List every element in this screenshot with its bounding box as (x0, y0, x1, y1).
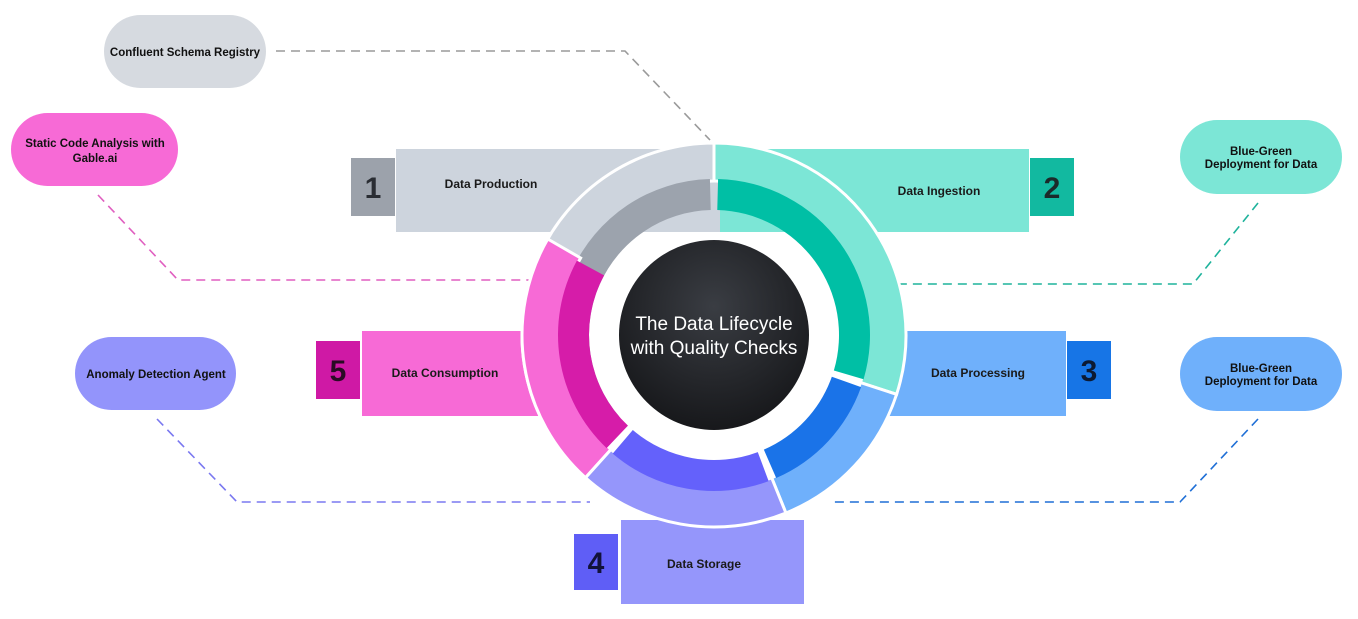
check-label-blue-green-processing-line-2: Deployment for Data (1205, 376, 1318, 388)
check-pill-schema-registry: Confluent Schema Registry (104, 15, 266, 88)
connector-blue-green-1 (895, 202, 1259, 285)
connector-schema-registry (276, 50, 711, 141)
stage-tab-5 (316, 341, 360, 399)
check-pill-blue-green-processing: Blue-Green Deployment for Data (1180, 337, 1342, 411)
stage-number-1: 1 (365, 172, 382, 205)
stage-number-2: 2 (1044, 172, 1061, 205)
check-label-schema-registry: Confluent Schema Registry (110, 47, 261, 59)
check-label-blue-green-ingestion-line-1: Blue-Green (1230, 146, 1292, 158)
center-title-line-1: The Data Lifecycle (635, 314, 792, 335)
stage-label-data-production: Data Production (445, 177, 538, 191)
stage-number-4: 4 (588, 547, 605, 580)
stage-tab-3 (1067, 341, 1111, 399)
check-label-blue-green-ingestion-line-2: Deployment for Data (1205, 159, 1318, 171)
center-circle (619, 240, 809, 430)
connector-anomaly (156, 418, 590, 503)
stage-label-data-storage: Data Storage (667, 557, 741, 571)
center-title-line-2: with Quality Checks (630, 338, 798, 359)
ring-segment-inner-consumption (558, 260, 628, 449)
check-pill-anomaly-detection: Anomaly Detection Agent (75, 337, 236, 410)
stage-box-data-storage (621, 520, 804, 604)
check-label-static-analysis-line-2: Gable.ai (73, 153, 118, 165)
lifecycle-ring (520, 141, 908, 529)
ring-segment-inner-production (557, 179, 711, 437)
connector-lines (97, 50, 1259, 503)
stage-label-data-ingestion: Data Ingestion (898, 184, 981, 198)
stage-label-data-processing: Data Processing (931, 366, 1025, 380)
stage-tab-4 (574, 534, 618, 590)
check-label-static-analysis-line-1: Static Code Analysis with (25, 138, 165, 150)
ring-segment-inner-ingestion (717, 179, 870, 380)
stage-number-5: 5 (330, 355, 347, 388)
ring-segment-inner-storage (612, 430, 769, 491)
stage-tab-1 (351, 158, 395, 216)
stage-number-3: 3 (1081, 355, 1098, 388)
check-label-anomaly-detection: Anomaly Detection Agent (86, 369, 226, 381)
check-pill-static-analysis: Static Code Analysis with Gable.ai (11, 113, 178, 186)
connector-blue-green-2 (830, 418, 1259, 503)
connector-static-analysis (97, 194, 540, 281)
ring-segment-inner-processing (763, 376, 862, 479)
check-pill-blue-green-ingestion: Blue-Green Deployment for Data (1180, 120, 1342, 194)
stage-tab-2 (1030, 158, 1074, 216)
stage-label-data-consumption: Data Consumption (392, 366, 499, 380)
check-label-blue-green-processing-line-1: Blue-Green (1230, 363, 1292, 375)
